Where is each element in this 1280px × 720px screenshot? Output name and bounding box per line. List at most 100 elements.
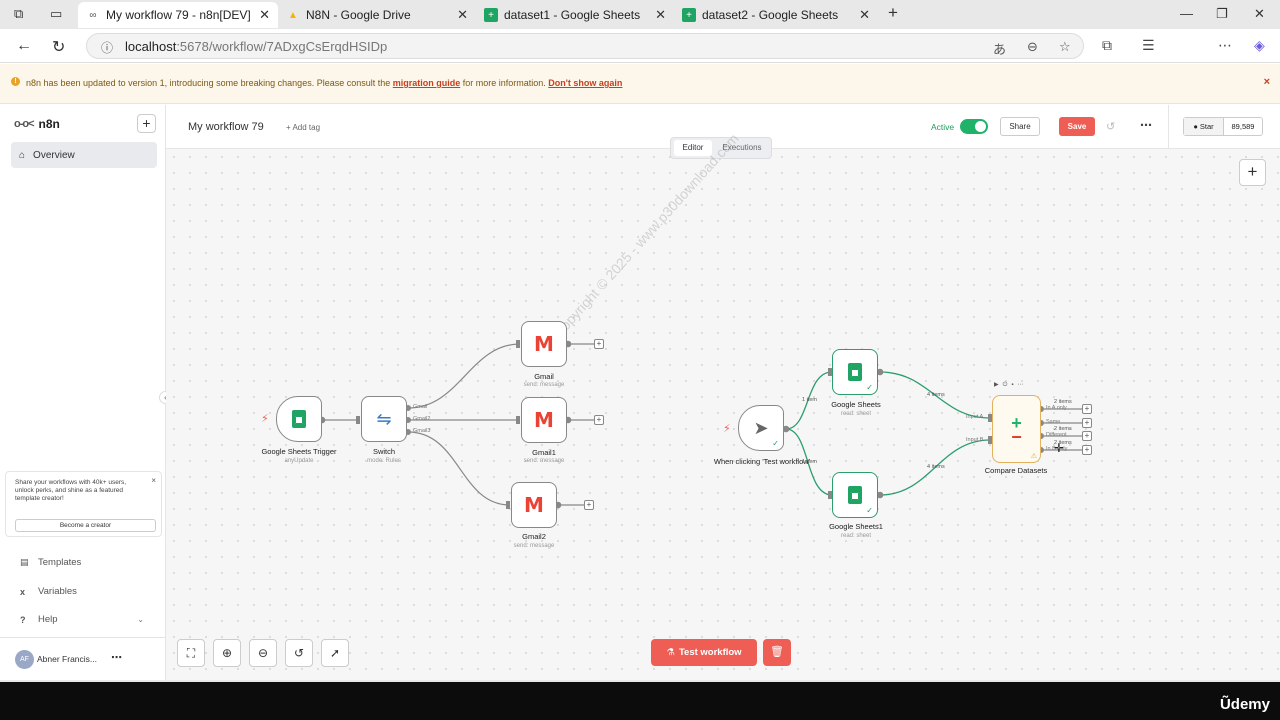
more-icon[interactable]: ⋯ [111, 652, 122, 664]
node-gmail1[interactable]: M [521, 397, 567, 443]
promo-close-icon[interactable]: × [151, 476, 156, 485]
node-compare-datasets[interactable]: + − ⚠ [992, 395, 1041, 463]
close-icon[interactable]: ✕ [655, 7, 666, 22]
tab-label: dataset2 - Google Sheets [702, 8, 839, 22]
n8n-icon: ∞ [89, 9, 97, 21]
promo-text: Share your workflows with 40k+ users, un… [15, 479, 127, 502]
more-icon[interactable]: ⋯ [1017, 382, 1028, 388]
output-label: Gmail [413, 404, 428, 410]
favorites-icon[interactable]: ☰ [1142, 37, 1155, 53]
edge-item-count: 2 items [1054, 399, 1072, 405]
zoom-icon[interactable]: ⊖ [1027, 39, 1038, 54]
minimize-icon[interactable]: — [1180, 6, 1193, 21]
copilot-icon[interactable]: ◈ [1254, 37, 1265, 53]
active-toggle[interactable] [960, 119, 988, 134]
workflow-name[interactable]: My workflow 79 [188, 121, 264, 133]
fit-view-icon: ⛶ [186, 646, 196, 660]
tab-actions-icon[interactable]: ▭ [50, 6, 63, 21]
sidebar-item-templates[interactable]: ▤ Templates [20, 557, 81, 568]
tab-dataset2[interactable]: + dataset2 - Google Sheets ✕ [674, 2, 878, 28]
reload-icon[interactable]: ↻ [52, 39, 66, 56]
add-connection-button[interactable]: + [1082, 404, 1092, 414]
add-tag-button[interactable]: + Add tag [286, 123, 321, 132]
sidebar-item-help[interactable]: ? Help ⌄ [20, 614, 144, 625]
banner-text: n8n has been updated to version 1, intro… [26, 78, 623, 88]
sidebar-item-label: Help [38, 614, 58, 625]
delete-button[interactable]: 🗑 [763, 639, 791, 666]
node-label: Google Sheets [831, 400, 881, 409]
node-gmail2[interactable]: M [511, 482, 557, 528]
save-button[interactable]: Save [1059, 117, 1095, 136]
share-button[interactable]: Share [1000, 117, 1040, 136]
dont-show-again-link[interactable]: Don't show again [548, 78, 623, 88]
zoom-in-button[interactable]: ⊕ [213, 639, 241, 667]
divider [1168, 105, 1169, 149]
sidebar-item-overview[interactable]: ⌂ Overview [11, 142, 157, 168]
fit-view-button[interactable]: ⛶ [177, 639, 205, 667]
more-options-icon[interactable]: ⋯ [1140, 118, 1152, 132]
github-star-count: 89,589 [1231, 122, 1255, 131]
new-tab-icon[interactable]: + [888, 3, 898, 22]
tab-dataset1[interactable]: + dataset1 - Google Sheets ✕ [476, 2, 674, 28]
close-icon[interactable]: ✕ [457, 7, 468, 22]
add-connection-button[interactable]: + [1082, 445, 1092, 455]
tab-executions[interactable]: Executions [722, 143, 762, 152]
url-field[interactable]: ⓘ localhost:5678/workflow/7ADxgCsErqdHSI… [86, 33, 1084, 59]
add-node-button[interactable]: + [1239, 159, 1266, 186]
tab-label: My workflow 79 - n8n[DEV] [106, 8, 251, 22]
window-close-icon[interactable]: ✕ [1254, 6, 1265, 21]
url-text: localhost:5678/workflow/7ADxgCsErqdHSIDp [125, 39, 388, 54]
close-icon[interactable]: ✕ [859, 7, 870, 22]
become-creator-button[interactable]: Become a creator [15, 519, 156, 532]
add-connection-button[interactable]: + [594, 415, 604, 425]
output-label: In A only [1046, 405, 1067, 411]
github-star-button[interactable]: ●Star 89,589 [1183, 117, 1263, 136]
node-switch[interactable]: ⇋ [361, 396, 407, 442]
history-icon[interactable]: ↺ [1106, 121, 1116, 133]
favorite-star-icon[interactable]: ☆ [1059, 39, 1071, 54]
add-connection-button[interactable]: + [1082, 418, 1092, 428]
workspaces-icon[interactable]: ⧉ [14, 6, 24, 21]
tab-n8n[interactable]: ∞ My workflow 79 - n8n[DEV] ✕ [78, 2, 278, 28]
banner-close-icon[interactable]: × [1263, 76, 1270, 88]
tidy-up-button[interactable]: ➚ [321, 639, 349, 667]
back-icon[interactable]: ← [16, 37, 32, 54]
test-workflow-button[interactable]: ⚗Test workflow [651, 639, 757, 666]
add-connection-button[interactable]: + [1082, 431, 1092, 441]
node-google-sheets[interactable]: ✓ [832, 349, 878, 395]
output-label: Gmail2 [413, 416, 431, 422]
edge-item-count: 2 items [1054, 426, 1072, 432]
site-info-icon[interactable]: ⓘ [101, 41, 114, 55]
tab-drive[interactable]: ▲ N8N - Google Drive ✕ [278, 2, 476, 28]
close-icon[interactable]: ✕ [259, 7, 270, 22]
sidebar-item-variables[interactable]: x Variables [20, 586, 77, 597]
add-workflow-button[interactable]: + [137, 114, 156, 133]
extensions-icon[interactable]: ⧉ [1102, 37, 1112, 53]
play-icon[interactable]: ▶ [994, 382, 1003, 388]
user-menu[interactable]: AF Abner Francis... ⋯ [0, 637, 165, 680]
tab-label: N8N - Google Drive [306, 8, 411, 22]
mode-switch: Editor Executions [670, 137, 772, 159]
trash-icon[interactable]: ▪ [1011, 382, 1018, 388]
warning-icon: ⚠ [1030, 453, 1037, 460]
google-sheets-icon [833, 350, 877, 394]
n8n-logo[interactable]: o-o< n8n [14, 117, 60, 131]
add-connection-button[interactable]: + [584, 500, 594, 510]
translate-icon[interactable]: あ [993, 42, 1007, 57]
maximize-icon[interactable]: ❐ [1216, 6, 1228, 21]
workflow-header: My workflow 79 + Add tag Active Share Sa… [166, 105, 1280, 149]
settings-more-icon[interactable]: ⋯ [1218, 37, 1232, 53]
migration-guide-link[interactable]: migration guide [392, 78, 461, 88]
node-gmail[interactable]: M [521, 321, 567, 367]
zoom-out-button[interactable]: ⊖ [249, 639, 277, 667]
power-icon[interactable]: ⏻ [1002, 382, 1012, 388]
node-manual-trigger[interactable]: ➤ ✓ [738, 405, 784, 451]
node-google-sheets-trigger[interactable] [276, 396, 322, 442]
node-subtitle: send: message [523, 458, 565, 464]
node-google-sheets1[interactable]: ✓ [832, 472, 878, 518]
tab-editor[interactable]: Editor [674, 140, 712, 156]
workflow-canvas[interactable] [166, 149, 1280, 680]
add-connection-button[interactable]: + [594, 339, 604, 349]
toggle-knob [975, 121, 986, 132]
reset-zoom-button[interactable]: ↺ [285, 639, 313, 667]
